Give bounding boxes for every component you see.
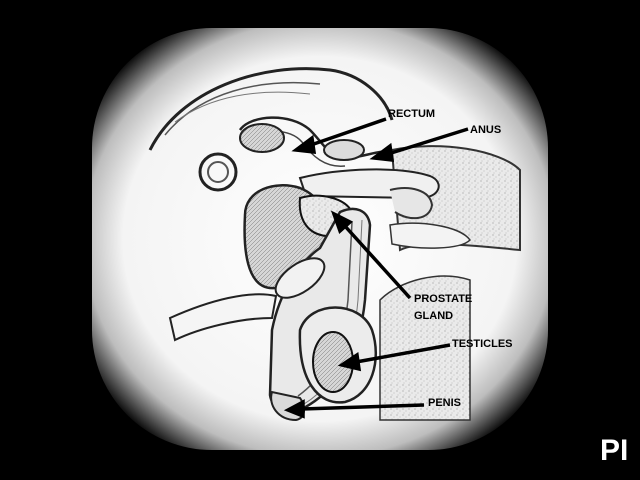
watermark-logo: PI bbox=[600, 434, 628, 466]
label-testicles: TESTICLES bbox=[452, 338, 513, 350]
testicles-arrow bbox=[355, 343, 451, 364]
penis-arrow bbox=[301, 403, 425, 411]
watermark-text: PI bbox=[600, 434, 628, 466]
label-rectum: RECTUM bbox=[388, 108, 436, 120]
label-penis: PENIS bbox=[428, 397, 462, 409]
label-prostate: PROSTATE bbox=[414, 293, 473, 305]
label-gland: GLAND bbox=[414, 310, 454, 322]
seminal-vesicle bbox=[274, 257, 326, 299]
prostate-arrow bbox=[342, 223, 412, 300]
pubic-bone bbox=[168, 293, 278, 342]
abdominal-wall bbox=[148, 67, 394, 151]
rectum-arrow bbox=[307, 117, 387, 148]
penis-arrowhead bbox=[283, 399, 305, 419]
rectum-arrowhead bbox=[291, 134, 317, 154]
anus-arrowhead bbox=[369, 142, 395, 162]
intestine-loop bbox=[198, 152, 238, 192]
anus-arrow bbox=[387, 127, 469, 156]
testicles-arrowhead bbox=[337, 352, 362, 372]
label-anus: ANUS bbox=[470, 124, 502, 136]
rectum-tube bbox=[238, 116, 393, 160]
prostate-arrowhead bbox=[330, 210, 354, 235]
